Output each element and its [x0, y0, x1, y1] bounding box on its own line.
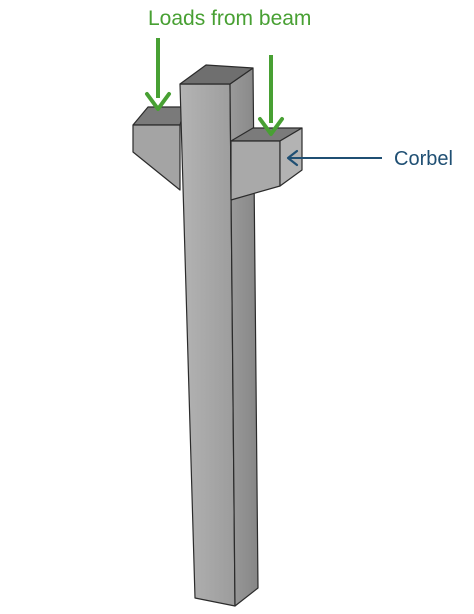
loads-from-beam-label: Loads from beam	[148, 7, 311, 30]
column-top-face	[179, 64, 254, 85]
corbel-label: Corbel	[394, 148, 453, 170]
column-shaft	[179, 64, 259, 607]
load-arrows	[145, 38, 284, 136]
load-arrow-left	[145, 38, 171, 111]
left-corbel	[132, 106, 186, 191]
load-arrow-right	[258, 55, 284, 136]
right-corbel	[230, 127, 303, 201]
right-corbel-front	[230, 140, 281, 201]
column-front-face	[179, 83, 236, 607]
left-corbel-front	[132, 124, 181, 191]
corbel-pointer-arrow	[286, 149, 382, 167]
